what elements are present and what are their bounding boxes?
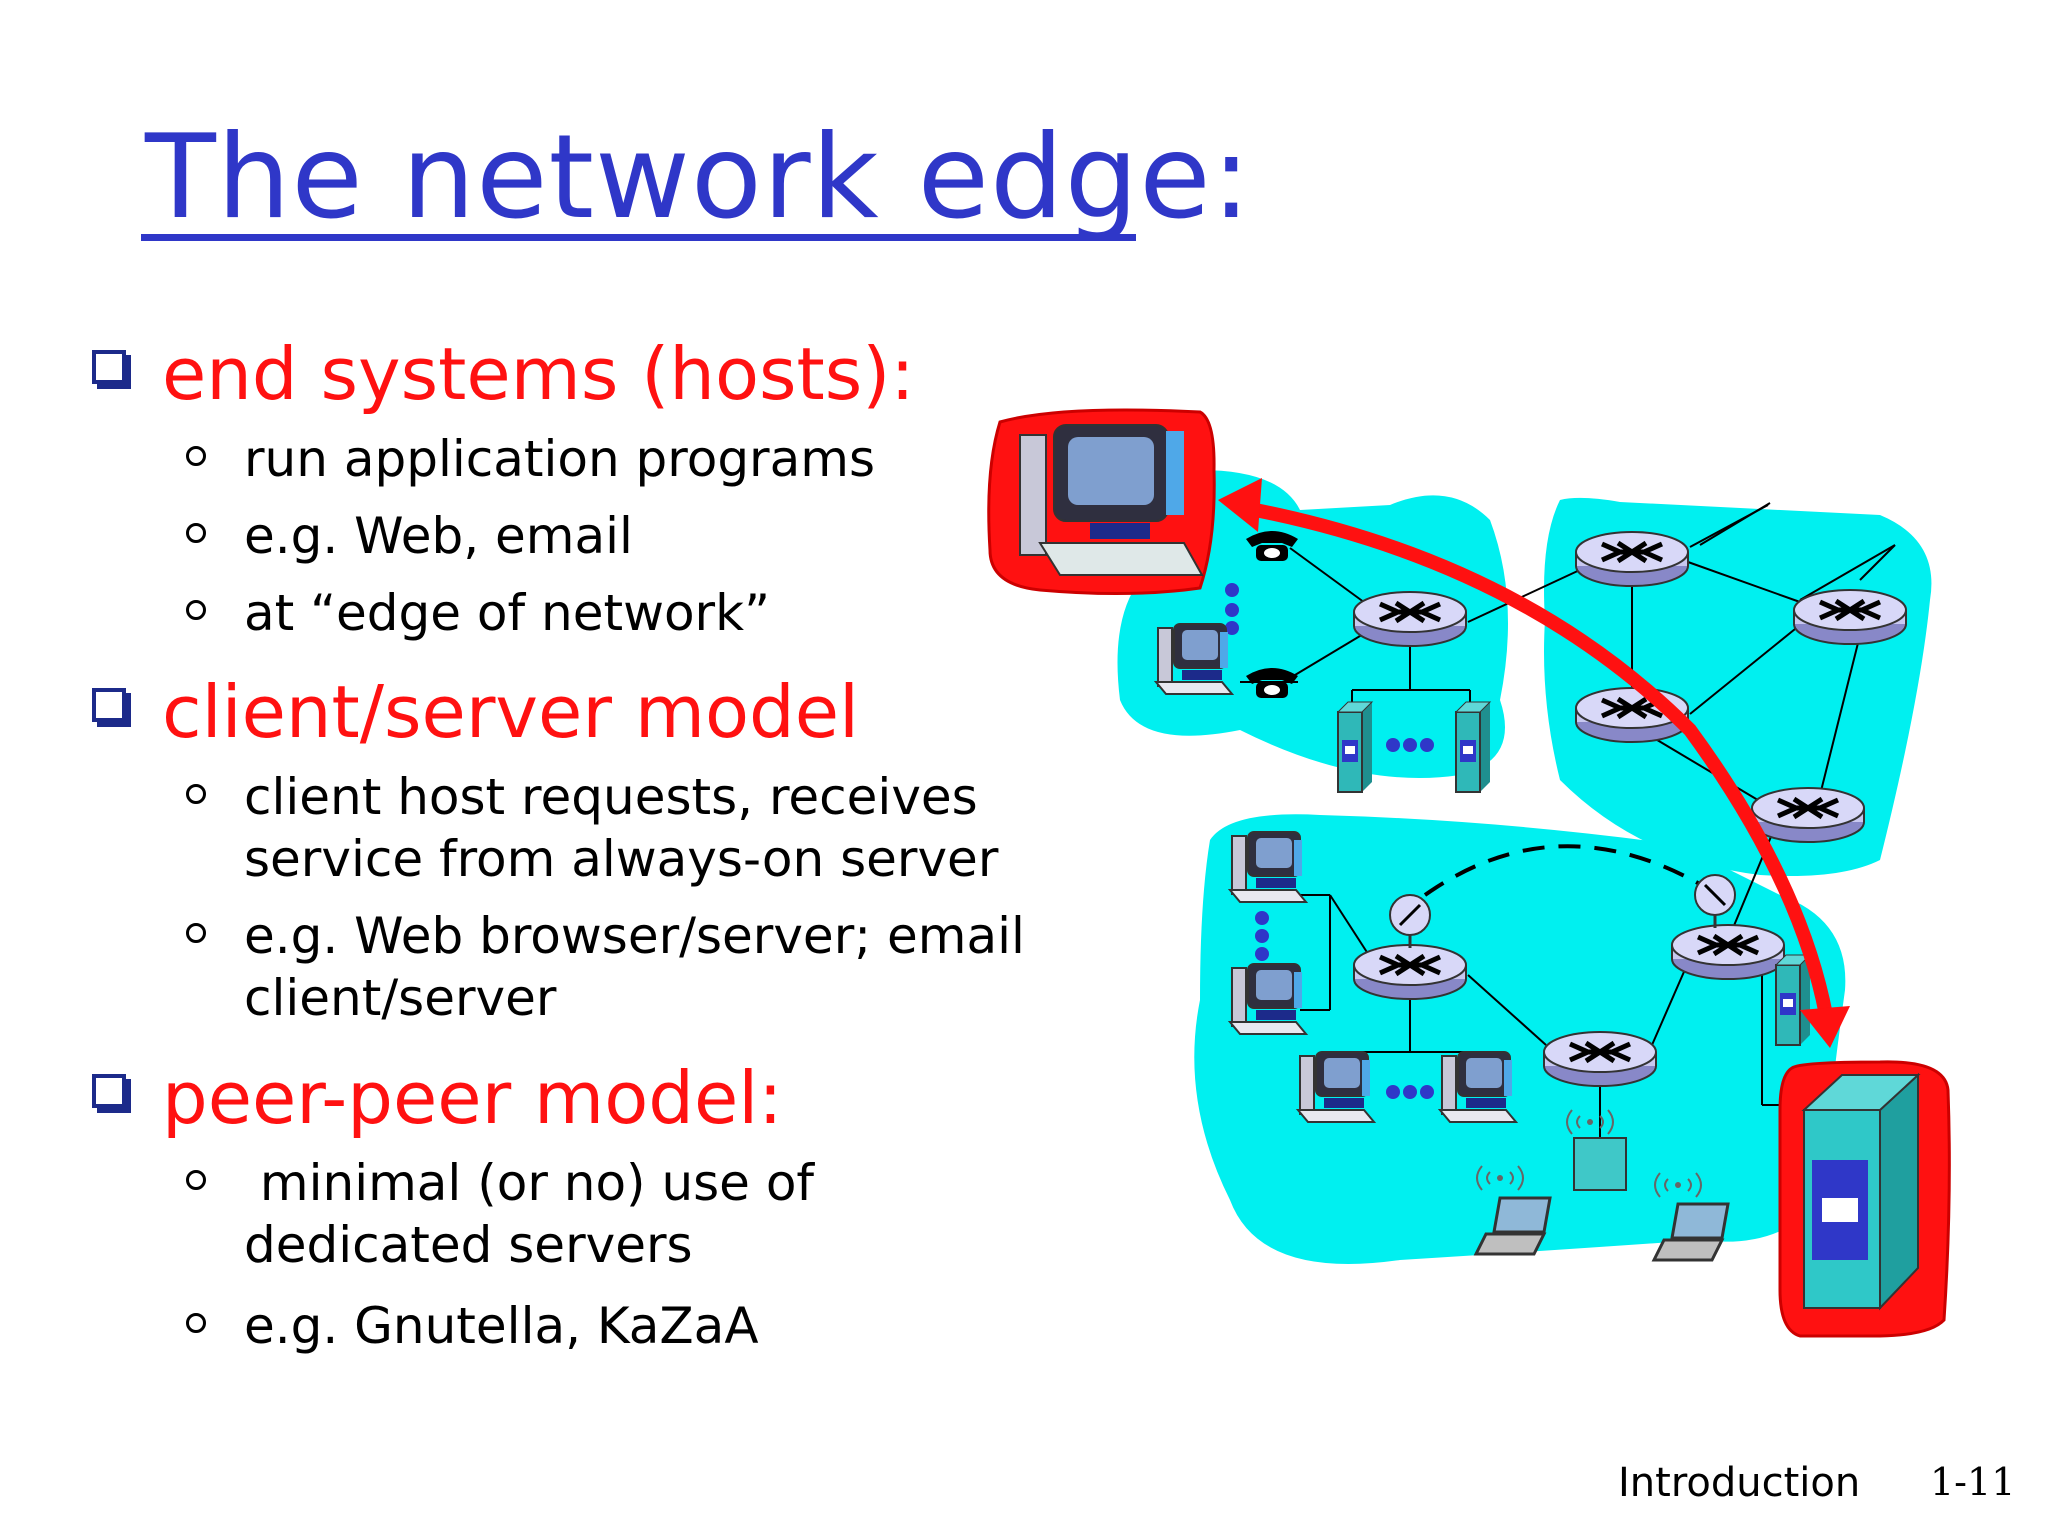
circle-bullet-icon <box>186 446 206 466</box>
satellite-dish-icon <box>1389 894 1431 948</box>
circle-bullet-icon <box>186 1170 206 1190</box>
server-icon <box>1775 954 1811 1046</box>
slide-title: The network edge: <box>145 110 1252 245</box>
desktop-computer-icon <box>1229 963 1307 1035</box>
router-icon <box>1576 532 1688 586</box>
circle-bullet-icon <box>186 784 206 804</box>
ellipsis-dots <box>1225 583 1434 1099</box>
list-item-text: at “edge of network” <box>244 584 770 642</box>
server-icon <box>1337 701 1373 793</box>
circle-bullet-icon <box>186 1313 206 1333</box>
list-item-text: e.g. Web browser/server; email client/se… <box>244 907 1025 1027</box>
list-item-text: run application programs <box>244 430 876 488</box>
router-icon <box>1354 945 1466 999</box>
footer-section: Introduction <box>1618 1460 1861 1506</box>
server-icon <box>1801 1072 1921 1311</box>
desktop-computer-icon <box>1019 424 1204 576</box>
desktop-computer-icon <box>1297 1051 1375 1123</box>
bullet-list: end systems (hosts): run application pro… <box>0 0 1100 1400</box>
list-item-text: client host requests, receives service f… <box>244 768 999 888</box>
satellite-dish-icon <box>1694 874 1736 928</box>
section-heading-text: end systems (hosts): <box>162 332 915 416</box>
circle-bullet-icon <box>186 923 206 943</box>
network-cloud <box>1194 814 1846 1264</box>
circle-bullet-icon <box>186 523 206 543</box>
desktop-computer-icon <box>1155 623 1233 695</box>
checkbox-bullet-icon <box>92 350 126 384</box>
title-underline <box>141 234 1136 241</box>
router-icon <box>1794 590 1906 644</box>
arrow-icon <box>1218 478 1850 1048</box>
list-item-text: minimal (or no) use of dedicated servers <box>244 1154 830 1274</box>
section-heading-text: client/server model <box>162 670 860 754</box>
router-icon <box>1672 925 1784 979</box>
checkbox-bullet-icon <box>92 1074 126 1108</box>
checkbox-bullet-icon <box>92 688 126 722</box>
router-icon <box>1752 788 1864 842</box>
router-icon <box>1544 1032 1656 1086</box>
list-item-text: e.g. Gnutella, KaZaA <box>244 1297 759 1355</box>
circle-bullet-icon <box>186 600 206 620</box>
satellite-link <box>1423 844 1712 897</box>
list-item-text: e.g. Web, email <box>244 507 633 565</box>
section-heading-text: peer-peer model: <box>162 1056 783 1140</box>
access-point <box>1573 1137 1627 1191</box>
desktop-computer-icon <box>1229 831 1307 903</box>
page-number: 1-11 <box>1930 1460 2016 1504</box>
router-icon <box>1354 592 1466 646</box>
desktop-computer-icon <box>1439 1051 1517 1123</box>
server-icon <box>1455 701 1491 793</box>
